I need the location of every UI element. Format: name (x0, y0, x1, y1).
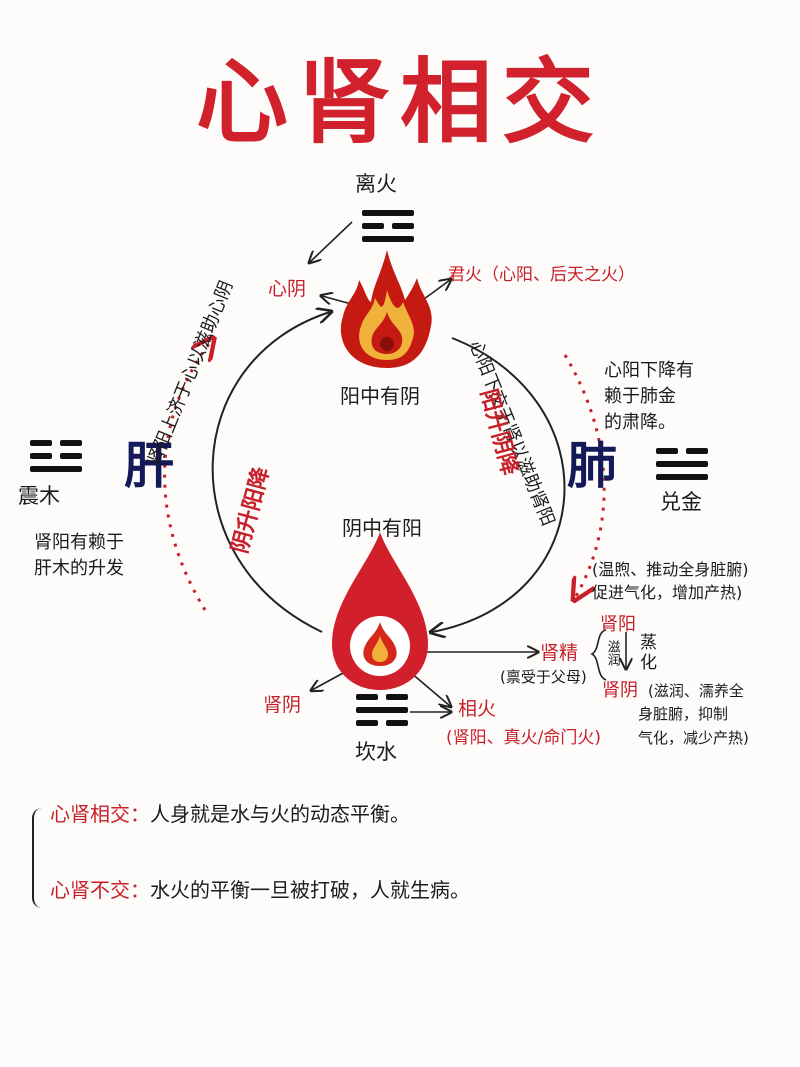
kan-trigram-icon (356, 694, 408, 726)
summary-key-1: 心肾相交： (50, 802, 150, 826)
essence-brace (590, 629, 607, 681)
arrow-to-heart-yin (310, 221, 353, 262)
dui-metal-label: 兑金 (660, 490, 702, 514)
kidney-yin-effect: (滋润、濡养全 身脏腑，抑制 气化，减少产热) (638, 682, 749, 747)
lung-label: 肺 (567, 437, 617, 495)
li-trigram-icon (362, 210, 414, 242)
flame-icon (340, 250, 432, 368)
kan-water-label: 坎水 (355, 740, 397, 764)
summary-text-2: 水火的平衡一旦被打破，人就生病。 (150, 878, 470, 902)
kidney-yin-essence-label: 肾阴 (602, 680, 638, 701)
left-arc (211, 312, 330, 633)
ministerial-fire-label: 相火 (458, 698, 497, 720)
summary-key-2: 心肾不交： (50, 878, 150, 902)
summary-line-2: 心肾不交：水火的平衡一旦被打破，人就生病。 (50, 878, 470, 902)
dui-trigram-icon (656, 448, 708, 480)
page-title: 心肾相交 (195, 49, 604, 156)
summary-brace (32, 808, 46, 908)
lung-note: 心阳下降有 赖于肺金 的肃降。 (604, 360, 694, 434)
essence-source: (禀受于父母) (500, 668, 587, 686)
summary-text-1: 人身就是水与火的动态平衡。 (150, 802, 410, 826)
summary-line-1: 心肾相交：人身就是水与火的动态平衡。 (50, 802, 410, 826)
warm-note: (温煦、推动全身脏腑) 促进气化，增加产热) (592, 560, 749, 603)
heart-yin-label: 心阴 (268, 278, 307, 300)
yang-in-yin-label: 阳中有阴 (340, 384, 420, 408)
arrow-to-kidney-yin (312, 671, 346, 690)
water-drop-icon (332, 532, 428, 690)
zhen-wood-label: 震木 (18, 484, 60, 508)
moisten-label: 滋润 (604, 640, 620, 666)
right-dotted-arc (563, 354, 606, 598)
liver-label: 肝 (124, 437, 174, 495)
kidney-yin-label: 肾阴 (263, 694, 302, 716)
arrow-to-ministerial (409, 671, 450, 706)
zhen-trigram-icon (30, 440, 82, 472)
kidney-yang-label: 肾阳 (600, 614, 636, 635)
right-arc (432, 337, 566, 632)
li-fire-label: 离火 (355, 172, 397, 196)
transform-label: 化 (640, 653, 657, 673)
left-dotted-arc (163, 340, 212, 611)
essence-label: 肾精 (540, 642, 579, 664)
steam-label: 蒸 (640, 633, 657, 653)
yin-in-yang-label: 阴中有阳 (342, 516, 422, 540)
sovereign-fire-label: 君火（心阳、后天之火） (448, 265, 635, 285)
ministerial-fire-note: (肾阳、真火/命门火) (446, 728, 601, 748)
liver-note: 肾阳有赖于 肝木的升发 (34, 532, 124, 580)
